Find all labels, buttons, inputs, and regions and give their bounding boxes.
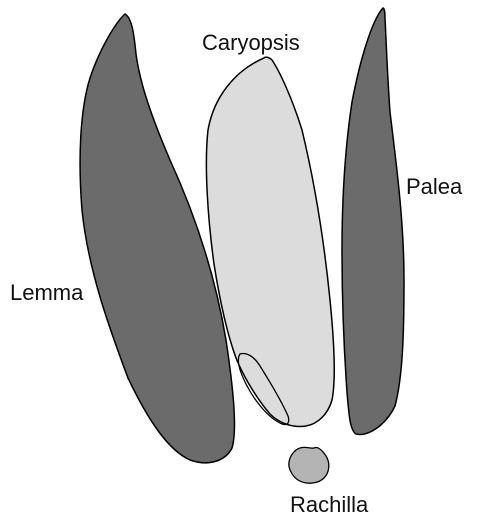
rachilla-shape bbox=[289, 447, 329, 483]
palea-shape bbox=[342, 8, 404, 434]
rachilla-label: Rachilla bbox=[290, 494, 368, 516]
caryopsis-label: Caryopsis bbox=[202, 32, 300, 54]
lemma-label: Lemma bbox=[10, 282, 83, 304]
palea-label: Palea bbox=[406, 176, 462, 198]
